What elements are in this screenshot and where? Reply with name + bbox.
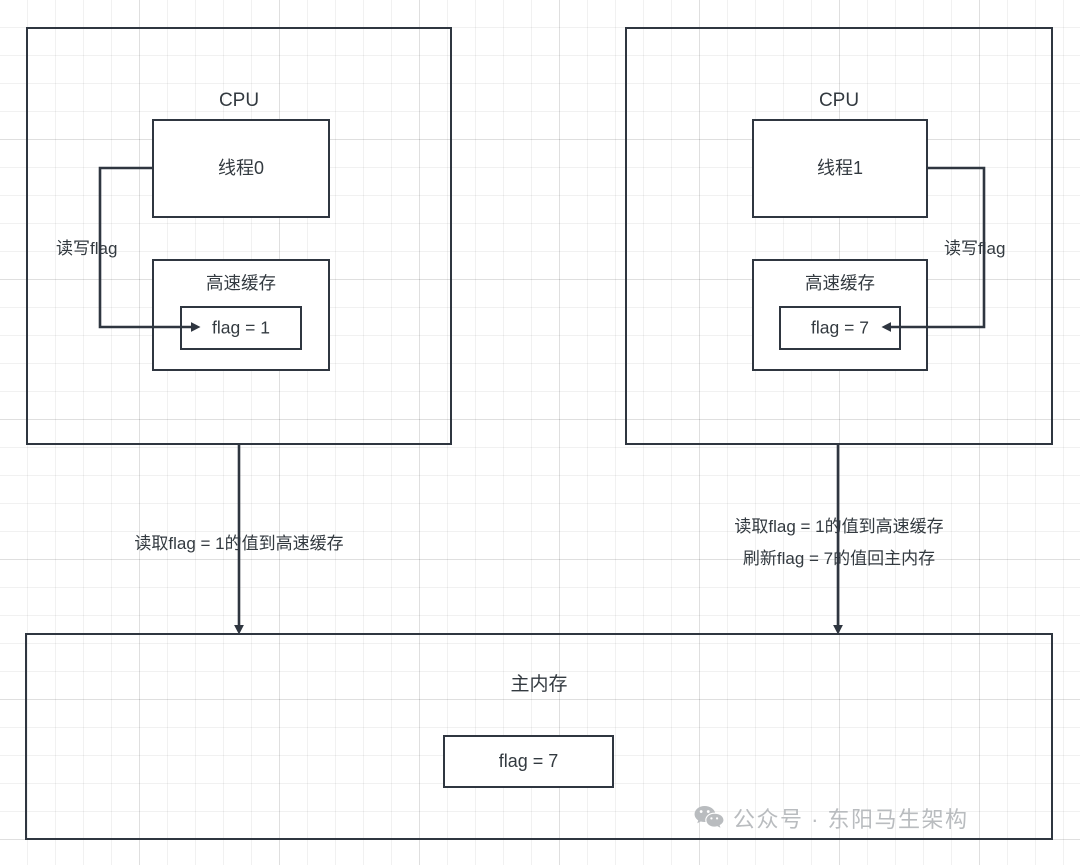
cpu-left-title: CPU (218, 90, 260, 111)
cache-right-flag-box: flag = 7 (779, 306, 901, 350)
cache-left-title: 高速缓存 (206, 273, 276, 293)
cpu-right-memory-label-line2: 刷新flag = 7的值回主内存 (742, 549, 936, 568)
cpu-right-title: CPU (818, 90, 860, 111)
cache-right-flag-value: flag = 7 (811, 317, 869, 338)
cpu-right-memory-label-line1: 读取flag = 1的值到高速缓存 (734, 517, 944, 536)
main-memory-box: 主内存 (25, 633, 1053, 840)
cpu-right-box: CPU (625, 27, 1053, 445)
thread0-box: 线程0 (152, 119, 330, 218)
thread1-box: 线程1 (752, 119, 928, 218)
cache-left-flag-box: flag = 1 (180, 306, 302, 350)
wechat-icon (694, 805, 724, 831)
main-memory-flag-value: flag = 7 (498, 750, 559, 771)
cpu-left-memory-label: 读取flag = 1的值到高速缓存 (134, 534, 344, 553)
cpu-right-connector-label: 读写flag (944, 239, 1006, 258)
cache-right-title: 高速缓存 (805, 273, 875, 293)
main-memory-title: 主内存 (510, 674, 568, 695)
thread0-label: 线程0 (217, 157, 264, 178)
watermark: 公众号 · 东阳马生架构 (694, 802, 969, 834)
cache-left-flag-value: flag = 1 (212, 317, 270, 338)
cpu-left-box: CPU (26, 27, 452, 445)
thread1-label: 线程1 (816, 157, 863, 178)
main-memory-flag-box: flag = 7 (443, 735, 614, 788)
cpu-left-connector-label: 读写flag (56, 239, 118, 258)
watermark-text: 公众号 · 东阳马生架构 (733, 807, 969, 832)
